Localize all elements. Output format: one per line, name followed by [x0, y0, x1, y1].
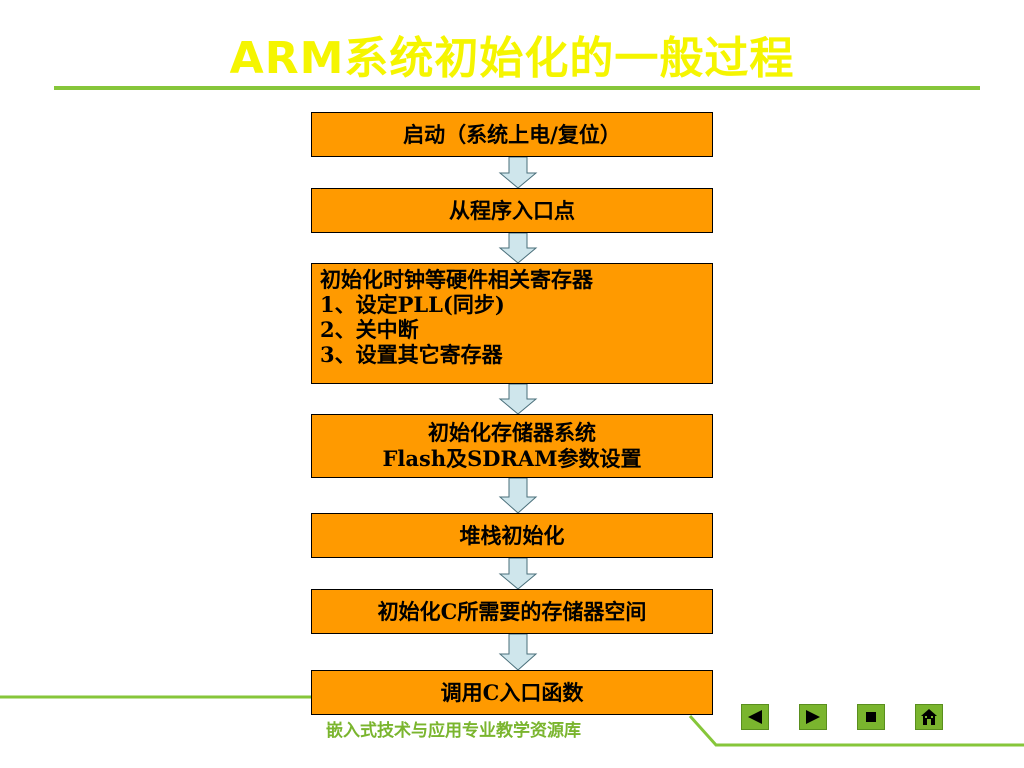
flow-step-memory-system: 初始化存储器系统 Flash及SDRAM参数设置 [311, 414, 713, 478]
flow-step-entry-point: 从程序入口点 [311, 188, 713, 233]
title-underline [54, 86, 980, 90]
flow-arrow [498, 478, 538, 513]
flow-step-stack-init: 堆栈初始化 [311, 513, 713, 558]
flow-step-label: 调用C入口函数 [440, 679, 584, 705]
flow-arrow [498, 558, 538, 589]
flow-arrow [498, 233, 538, 263]
stop-button[interactable] [857, 704, 885, 730]
triangle-left-icon [748, 710, 762, 724]
next-slide-button[interactable] [799, 704, 827, 730]
flow-step-label: 从程序入口点 [449, 197, 575, 223]
flow-step-power-on: 启动（系统上电/复位） [311, 112, 713, 157]
slide-title: ARM系统初始化的一般过程 [229, 33, 795, 84]
flow-arrow [498, 634, 538, 670]
triangle-right-icon [806, 710, 820, 724]
flow-step-label: 堆栈初始化 [459, 522, 565, 548]
flow-step-hardware-registers: 初始化时钟等硬件相关寄存器 1、设定PLL(同步) 2、关中断 3、设置其它寄存… [311, 263, 713, 384]
flow-step-item: 2、关中断 [320, 317, 419, 342]
flow-step-label: 启动（系统上电/复位） [403, 121, 621, 147]
flow-arrow [498, 157, 538, 188]
previous-slide-button[interactable] [741, 704, 769, 730]
flow-step-detail: Flash及SDRAM参数设置 [382, 446, 642, 471]
flow-step-label: 初始化C所需要的存储器空间 [377, 598, 647, 624]
home-button[interactable] [915, 704, 943, 730]
flow-step-item: 3、设置其它寄存器 [320, 342, 503, 367]
square-stop-icon [866, 712, 876, 722]
home-icon [921, 709, 937, 725]
flow-step-c-memory: 初始化C所需要的存储器空间 [311, 589, 713, 634]
flow-arrow [498, 384, 538, 414]
flow-step-item: 1、设定PLL(同步) [320, 292, 505, 317]
flow-step-heading: 初始化时钟等硬件相关寄存器 [320, 267, 593, 292]
flow-step-heading: 初始化存储器系统 [428, 420, 596, 445]
footer-caption: 嵌入式技术与应用专业教学资源库 [326, 721, 581, 741]
flow-step-call-c-entry: 调用C入口函数 [311, 670, 713, 715]
